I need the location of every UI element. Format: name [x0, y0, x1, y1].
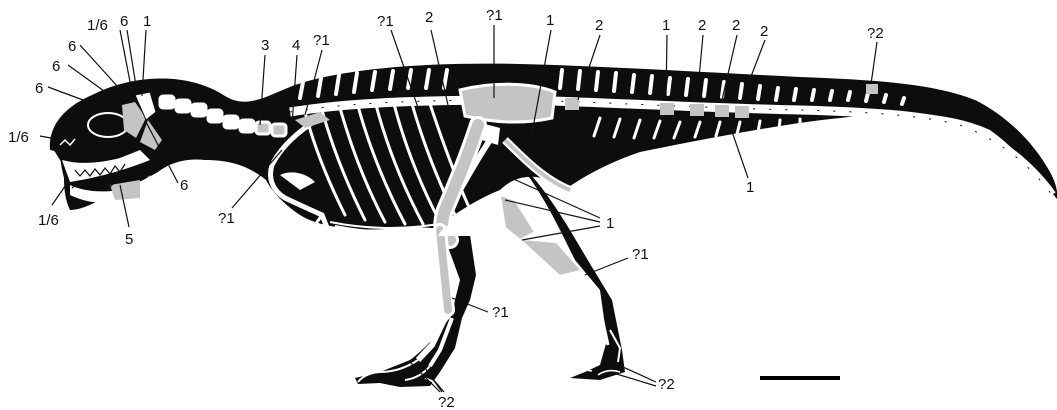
- label-skull-6-upper: 6: [68, 38, 76, 55]
- label-tail-1-below: 1: [746, 179, 754, 196]
- label-skull-6-right: 6: [180, 177, 188, 194]
- label-skull-top-1-6: 1/6: [87, 17, 108, 34]
- label-skull-6-middle: 6: [52, 58, 60, 75]
- label-skull-top-6: 6: [120, 13, 128, 30]
- label-leg-1: 1: [606, 215, 614, 232]
- label-tail-1: 1: [662, 17, 670, 34]
- label-tail-2c: 2: [732, 17, 740, 34]
- label-femur-q1: ?1: [492, 304, 509, 321]
- label-snout-1-6: 1/6: [8, 129, 29, 146]
- label-hip-1: 1: [546, 12, 554, 29]
- label-skull-6-lower: 6: [35, 80, 43, 97]
- label-neck-q1: ?1: [313, 32, 330, 49]
- label-hip-q1: ?1: [486, 7, 503, 24]
- label-shin-q1: ?1: [632, 246, 649, 263]
- scale-bar: [760, 376, 840, 380]
- label-neck-4: 4: [292, 37, 300, 54]
- label-neck-3: 3: [261, 37, 269, 54]
- label-arm-q1: ?1: [218, 210, 235, 227]
- label-back-q1: ?1: [377, 13, 394, 30]
- far-femur: [500, 195, 535, 240]
- label-tail-2b: 2: [698, 17, 706, 34]
- label-back-2: 2: [425, 9, 433, 26]
- label-tail-2a: 2: [595, 17, 603, 34]
- label-tail-2d: 2: [760, 23, 768, 40]
- label-tail-q2: ?2: [867, 25, 884, 42]
- label-foot-q2-right: ?2: [658, 376, 675, 393]
- label-skull-top-1: 1: [143, 13, 151, 30]
- label-foot-q2-left: ?2: [438, 394, 455, 410]
- label-jaw-5: 5: [125, 231, 133, 248]
- label-jaw-1-6: 1/6: [38, 212, 59, 229]
